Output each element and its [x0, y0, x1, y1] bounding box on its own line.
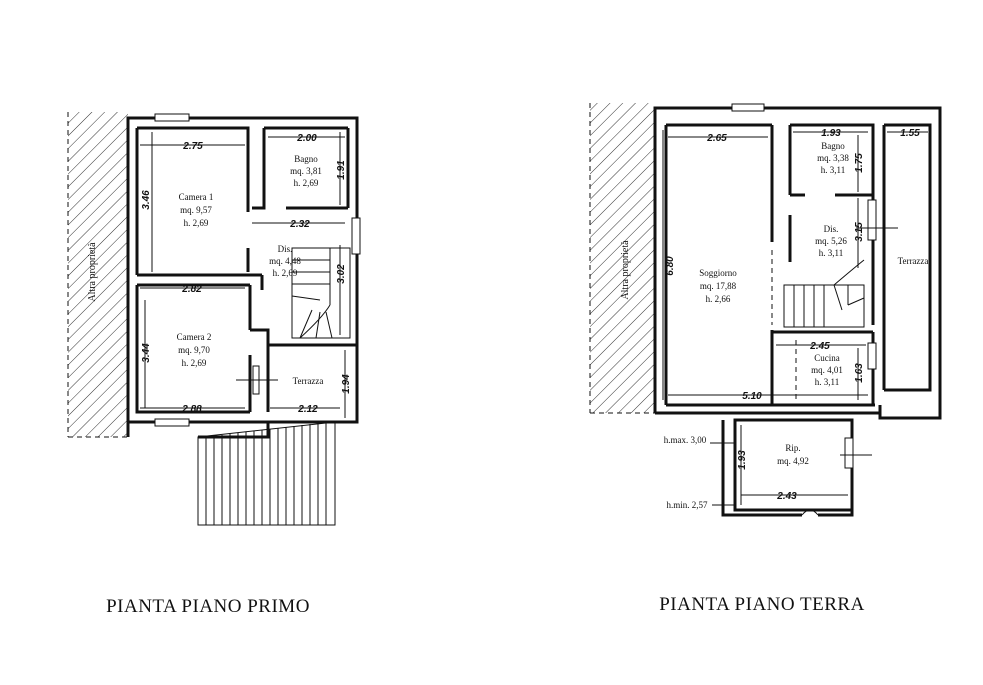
- ground-rip-area: mq. 4,92: [777, 456, 809, 466]
- ground-plan-title: PIANTA PIANO TERRA: [659, 594, 865, 615]
- first-neighbor-hatch: [68, 112, 128, 437]
- ground-dim-680: 6.80: [665, 256, 676, 276]
- first-camera2-name: Camera 2: [177, 332, 212, 342]
- first-dim-194: 1.94: [341, 374, 352, 394]
- ground-dim-245: 2.45: [809, 341, 830, 352]
- ground-neighbor-hatch: [590, 103, 655, 413]
- ground-dis-name: Dis.: [824, 224, 839, 234]
- first-dim-200: 2.00: [296, 133, 317, 144]
- ground-bagno-name: Bagno: [821, 141, 845, 151]
- first-camera1-height: h. 2,69: [184, 218, 209, 228]
- ground-soggiorno-height: h. 2,66: [706, 294, 731, 304]
- ground-rip-name: Rip.: [785, 443, 800, 453]
- first-dim-212: 2.12: [297, 404, 318, 415]
- ground-cucina-height: h. 3,11: [815, 377, 839, 387]
- first-dim-282: 2.82: [181, 284, 202, 295]
- ground-dis-height: h. 3,11: [819, 248, 843, 258]
- ground-dim-155: 1.55: [900, 128, 920, 139]
- ground-dim-175: 1.75: [854, 153, 865, 173]
- ground-dim-315: 3.15: [854, 222, 865, 242]
- first-dim-302: 3.02: [336, 264, 347, 284]
- first-dim-275: 2.75: [182, 141, 203, 152]
- ground-dim-193: 1.93: [821, 128, 841, 139]
- first-stairs: [291, 247, 351, 339]
- ground-floor-plan: 2.65 1.93 1.55 1.75 6.80 3.15 2.45 1.63 …: [589, 103, 942, 615]
- first-bagno-area: mq. 3,81: [290, 166, 322, 176]
- ground-stairs: [783, 259, 865, 328]
- ground-dim-510: 5.10: [742, 391, 762, 402]
- first-dis-name: Dis.: [278, 244, 293, 254]
- ground-dim-243: 2.43: [776, 491, 797, 502]
- first-floor-plan: 2.75 2.00 3.46 1.91 2.32 3.02 2.82 3.44 …: [67, 112, 361, 617]
- first-dis-height: h. 2,69: [273, 268, 298, 278]
- ground-dis-area: mq. 5,26: [815, 236, 847, 246]
- ground-bagno-height: h. 3,11: [821, 165, 845, 175]
- ground-cucina-name: Cucina: [814, 353, 840, 363]
- ground-cucina-area: mq. 4,01: [811, 365, 843, 375]
- ground-terrazza-name: Terrazza: [898, 256, 929, 266]
- first-terrazza-name: Terrazza: [293, 376, 324, 386]
- first-dim-191: 1.91: [336, 160, 347, 180]
- first-camera1-area: mq. 9,57: [180, 205, 212, 215]
- first-dim-232: 2.32: [289, 219, 310, 230]
- first-bagno-height: h. 2,69: [294, 178, 319, 188]
- ground-soggiorno-name: Soggiorno: [699, 268, 737, 278]
- first-plan-title: PIANTA PIANO PRIMO: [106, 596, 310, 617]
- ground-dim-265: 2.65: [706, 133, 727, 144]
- first-dis-area: mq. 4,48: [269, 256, 301, 266]
- first-dim-288: 2.88: [181, 404, 202, 415]
- ground-dim-163: 1.63: [854, 363, 865, 383]
- first-bagno-name: Bagno: [294, 154, 318, 164]
- first-dim-344: 3.44: [141, 343, 152, 363]
- first-camera2-height: h. 2,69: [182, 358, 207, 368]
- ground-side-label: Altra proprietà: [620, 240, 631, 300]
- ground-bagno-area: mq. 3,38: [817, 153, 849, 163]
- first-camera1-name: Camera 1: [179, 192, 214, 202]
- first-camera2-area: mq. 9,70: [178, 345, 210, 355]
- ground-hmin-note: h.min. 2,57: [666, 500, 708, 510]
- ground-dim-193b: 1.93: [737, 450, 748, 470]
- first-deck: [197, 421, 336, 526]
- first-side-label: Altra proprietà: [87, 242, 98, 302]
- ground-soggiorno-area: mq. 17,88: [700, 281, 737, 291]
- ground-hmax-note: h.max. 3,00: [664, 435, 707, 445]
- first-dim-346: 3.46: [141, 190, 152, 210]
